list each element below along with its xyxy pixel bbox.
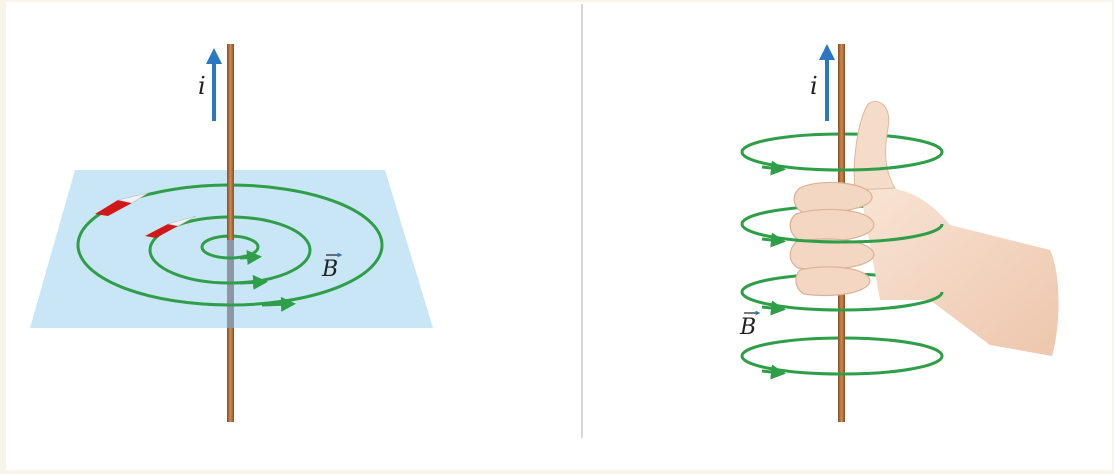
field-loops-front [740, 151, 944, 380]
hand-palm [860, 187, 1059, 356]
wire-lower [227, 326, 234, 422]
thumb [853, 101, 896, 191]
panel-divider [581, 4, 583, 438]
right-panel: i B [739, 44, 1059, 422]
compass-needle-inner [145, 215, 197, 238]
curled-fingers [789, 181, 875, 297]
left-panel: i B [30, 44, 433, 422]
current-label: i [198, 72, 206, 100]
wire-upper [227, 44, 234, 240]
compass-needle-outer [95, 192, 149, 216]
field-label: B [321, 257, 338, 282]
right-hand [789, 101, 1059, 356]
current-label: i [810, 72, 818, 100]
field-label: B [739, 315, 756, 340]
